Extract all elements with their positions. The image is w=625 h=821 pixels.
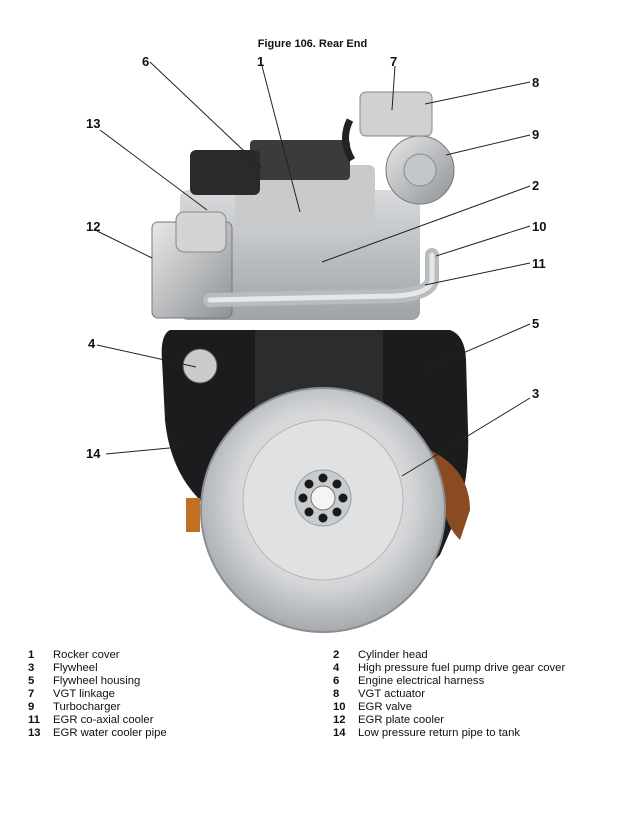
legend-label: Cylinder head [358, 649, 428, 661]
callout-3: 3 [532, 386, 539, 401]
pump-gear-cover-shape [182, 348, 218, 384]
legend-num: 9 [28, 701, 35, 713]
legend-label: EGR valve [358, 701, 412, 713]
legend-label: VGT linkage [53, 688, 115, 700]
callout-6: 6 [142, 54, 149, 69]
legend-num: 2 [333, 649, 340, 661]
callout-9: 9 [532, 127, 539, 142]
legend-num: 14 [333, 727, 346, 739]
callout-5: 5 [532, 316, 539, 331]
legend-num: 7 [28, 688, 35, 700]
legend-label: Turbocharger [53, 701, 121, 713]
callouts: 1 2 3 4 5 6 7 8 9 10 11 12 13 14 [86, 54, 546, 461]
legend-num: 4 [333, 662, 340, 674]
leader-lines [96, 61, 531, 477]
engine-rear-figure: 1 2 3 4 5 6 7 8 9 10 11 12 13 14 [86, 54, 546, 633]
legend-label: EGR water cooler pipe [53, 727, 167, 739]
legend-label: Rocker cover [53, 649, 120, 661]
callout-2: 2 [532, 178, 539, 193]
callout-4: 4 [88, 336, 96, 351]
legend-label: Flywheel [53, 662, 98, 674]
legend-num: 6 [333, 675, 340, 687]
legend-num: 1 [28, 649, 35, 661]
callout-14: 14 [86, 446, 101, 461]
legend-label: EGR co-axial cooler [53, 714, 154, 726]
legend-label: EGR plate cooler [358, 714, 445, 726]
legend-num: 8 [333, 688, 340, 700]
legend-num: 10 [333, 701, 346, 713]
turbocharger-shape [342, 91, 455, 205]
figure-title: Figure 106. Rear End [257, 38, 368, 50]
legend-num: 13 [28, 727, 41, 739]
callout-1: 1 [257, 54, 264, 69]
callout-12: 12 [86, 219, 100, 234]
legend-label: Low pressure return pipe to tank [358, 727, 521, 739]
legend-num: 5 [28, 675, 35, 687]
legend-label: Flywheel housing [53, 675, 141, 687]
legend-label: High pressure fuel pump drive gear cover [358, 662, 566, 674]
flywheel-shape [200, 387, 446, 633]
legend-num: 11 [28, 714, 40, 726]
legend-label: VGT actuator [358, 688, 425, 700]
callout-11: 11 [532, 256, 546, 271]
cylinder-head-shape [180, 140, 420, 320]
legend-num: 3 [28, 662, 35, 674]
callout-8: 8 [532, 75, 539, 90]
callout-10: 10 [532, 219, 546, 234]
callout-7: 7 [390, 54, 397, 69]
legend-label: Engine electrical harness [358, 675, 485, 687]
legend-num: 12 [333, 714, 346, 726]
callout-13: 13 [86, 116, 100, 131]
